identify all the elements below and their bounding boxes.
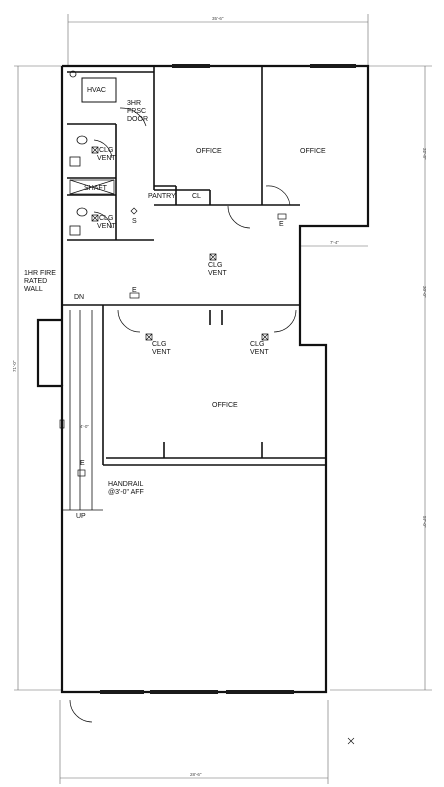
exterior-walls [36, 64, 370, 694]
dim-step: 7'-4" [330, 240, 339, 245]
clg-vent-center-a: CLG [208, 262, 222, 269]
hvac-label: HVAC [87, 87, 106, 94]
s-label: S [132, 218, 137, 225]
dn-label: DN [74, 294, 84, 301]
office-right-label: OFFICE [300, 148, 326, 155]
corner-column [69, 70, 77, 78]
dim-left: 71'-0" [12, 360, 17, 372]
fire-wall-label-2: RATED [24, 278, 47, 285]
clg-vent-2b: VENT [97, 223, 116, 230]
dimension-labels: 35'-6" 28'-6" 32'-8" 30'-0" 57'-0" 71'-0… [12, 16, 427, 777]
clg-vent-1a: CLG [99, 147, 113, 154]
dimension-lines [14, 14, 432, 784]
labels: HVAC 3HR FRSC DOOR OFFICE OFFICE CLG VEN… [24, 87, 326, 520]
e-stair-label: E [80, 460, 85, 467]
dim-bottom: 28'-6" [190, 772, 202, 777]
office-left-label: OFFICE [196, 148, 222, 155]
office-mid-label: OFFICE [212, 402, 238, 409]
clg-vent-mid-left-a: CLG [152, 341, 166, 348]
dim-right-lower: 57'-0" [422, 516, 427, 528]
cl-label: CL [192, 193, 201, 200]
clg-vent-mid-left-b: VENT [152, 349, 171, 356]
up-label: UP [76, 513, 86, 520]
frsc-label-3: DOOR [127, 116, 148, 123]
windows [100, 64, 356, 694]
e-right-label: E [279, 221, 284, 228]
dim-stair: 4'-0" [80, 424, 89, 429]
restroom-fixtures [69, 135, 88, 236]
dim-top: 35'-6" [212, 16, 224, 21]
symbols [59, 146, 355, 745]
handrail-label-1: HANDRAIL [108, 481, 144, 488]
handrail-label-2: @3'-0" AFF [108, 489, 144, 496]
fire-wall-label-3: WALL [24, 286, 43, 293]
frsc-label-2: FRSC [127, 108, 146, 115]
clg-vent-center-b: VENT [208, 270, 227, 277]
pantry-label: PANTRY [148, 193, 176, 200]
clg-vent-mid-right-a: CLG [250, 341, 264, 348]
clg-vent-mid-right-b: VENT [250, 349, 269, 356]
e-center-label: E [132, 287, 137, 294]
frsc-label-1: 3HR [127, 100, 141, 107]
clg-vent-1b: VENT [97, 155, 116, 162]
interior-walls [62, 66, 326, 466]
clg-vent-2a: CLG [99, 215, 113, 222]
dim-right-mid: 30'-0" [422, 286, 427, 298]
shaft-label: SHAFT [84, 185, 108, 192]
hvac-unit [81, 77, 117, 103]
door-swings [69, 107, 297, 723]
stair [62, 310, 103, 511]
shaft-box [69, 179, 115, 195]
fire-wall-label-1: 1HR FIRE [24, 270, 56, 277]
dim-right-upper: 32'-8" [422, 148, 427, 160]
